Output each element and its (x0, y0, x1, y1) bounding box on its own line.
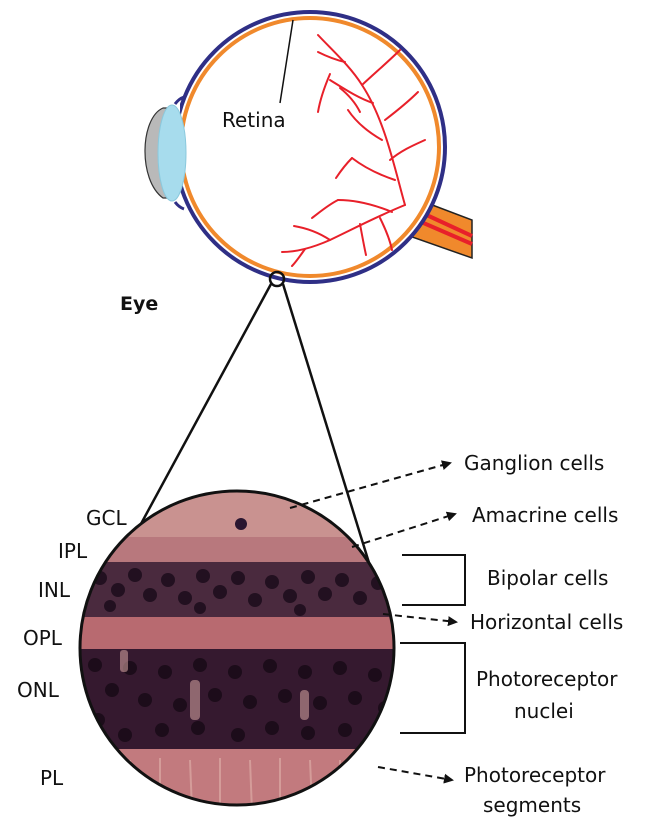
retina-cross-section (75, 485, 405, 815)
bipolar-bracket (402, 555, 465, 605)
horizontal-arrow (383, 614, 456, 622)
choroid (181, 18, 439, 276)
retina-label: Retina (222, 108, 286, 132)
bipolar-cells-label: Bipolar cells (487, 566, 608, 590)
ganglion-cells-label: Ganglion cells (464, 451, 604, 475)
photoreceptor-nuclei-label-line1: Photoreceptor (476, 667, 618, 691)
layer-label-ipl: IPL (58, 539, 88, 563)
amacrine-arrow (352, 514, 455, 547)
photoreceptor-nuclei-label-line2: nuclei (514, 699, 574, 723)
layer-label-gcl: GCL (86, 506, 127, 530)
eye-illustration: Retina Eye (120, 12, 472, 315)
layer-label-onl: ONL (17, 678, 60, 702)
layer-label-pl: PL (40, 766, 64, 790)
layer-label-inl: INL (38, 578, 71, 602)
ganglion-arrow (290, 463, 450, 508)
photoreceptor-segments-label-line1: Photoreceptor (464, 763, 606, 787)
photoreceptor-segments-label-line2: segments (483, 793, 581, 817)
photoreceptor-nuclei-bracket (400, 643, 465, 733)
photoreceptor-segments-arrow (378, 767, 452, 780)
lens (158, 105, 186, 201)
eye-label: Eye (120, 293, 158, 315)
horizontal-cells-label: Horizontal cells (470, 610, 623, 634)
amacrine-cells-label: Amacrine cells (472, 503, 618, 527)
layer-label-opl: OPL (23, 626, 63, 650)
